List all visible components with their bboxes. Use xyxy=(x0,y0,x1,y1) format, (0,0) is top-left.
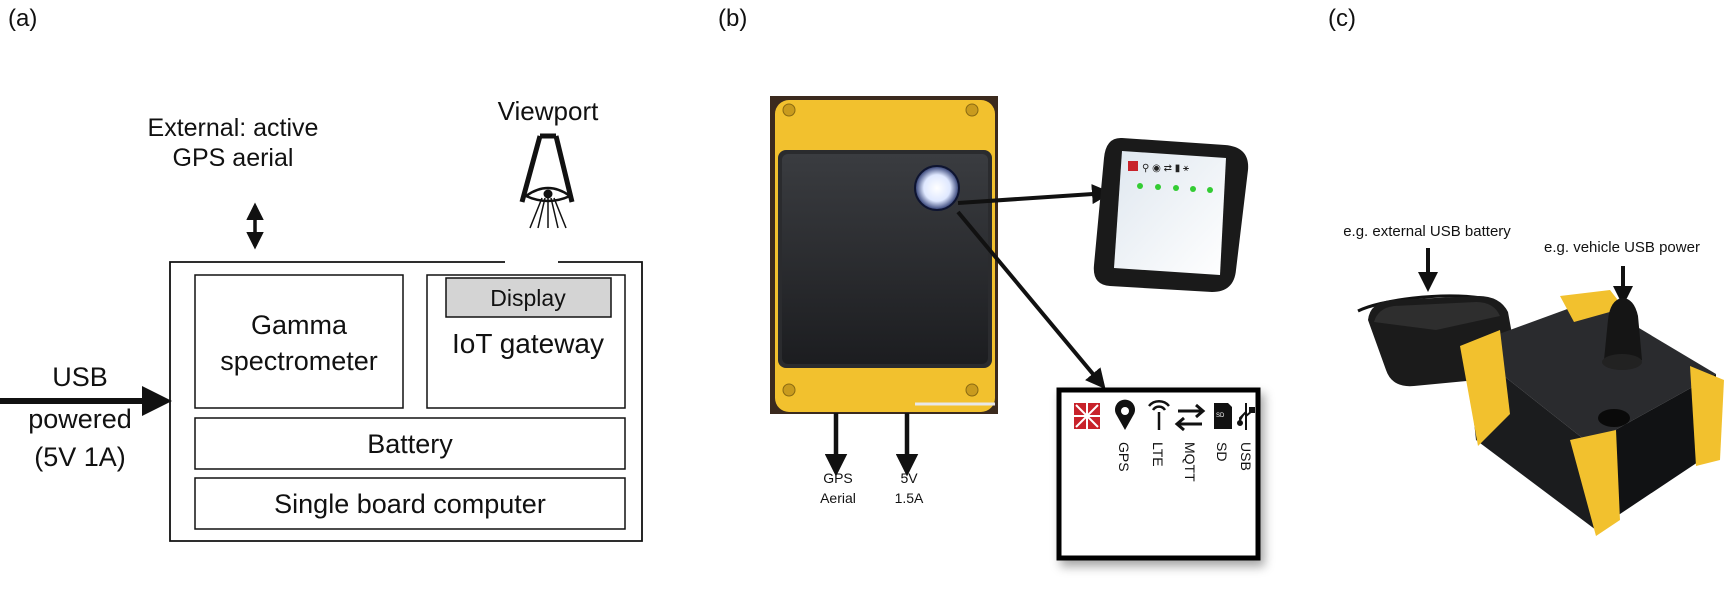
panel-c: (c) e.g. external USB battery e.g. vehic… xyxy=(1328,5,1724,536)
mini-status-dot xyxy=(1190,186,1196,192)
viewport-label: Viewport xyxy=(498,96,599,126)
gps-pin-icon xyxy=(1115,399,1135,430)
panel-b-label: (b) xyxy=(718,5,747,32)
vehicle-power-note: e.g. vehicle USB power xyxy=(1544,239,1700,256)
status-label-gps: GPS xyxy=(1116,442,1132,472)
viewport-window xyxy=(914,165,960,211)
mqtt-swap-icon xyxy=(1174,403,1206,432)
panel-a-label: (a) xyxy=(8,5,37,32)
gateway-enclosure-photo xyxy=(770,96,998,414)
display-box xyxy=(445,277,612,318)
sbc-label: Single board computer xyxy=(274,489,546,519)
mini-status-dot xyxy=(1207,187,1213,193)
iot-gateway-box xyxy=(426,274,626,409)
sd-card-icon: SD xyxy=(1214,403,1232,429)
panel-c-label: (c) xyxy=(1328,5,1356,32)
battery-box xyxy=(194,417,626,470)
status-label-lte: LTE xyxy=(1150,442,1166,467)
usb-label-line2: powered xyxy=(28,404,132,434)
viewport-hole xyxy=(1598,409,1630,427)
power-input-line2: 1.5A xyxy=(895,490,924,506)
status-label-sd: SD xyxy=(1214,442,1230,461)
iot-gateway-label: IoT gateway xyxy=(452,328,604,359)
viewport-eye-icon xyxy=(519,133,575,229)
display-zoom-arrow xyxy=(957,184,1112,205)
mini-status-dot xyxy=(1155,184,1161,190)
panel-a: (a) External: active GPS aerial Viewport… xyxy=(0,5,643,542)
external-battery-note: e.g. external USB battery xyxy=(1343,223,1511,240)
power-input-line1: 5V xyxy=(900,470,918,486)
gps-aerial-line1: GPS xyxy=(823,470,853,486)
mini-status-dot xyxy=(1137,183,1143,189)
external-gps-label-line2: GPS aerial xyxy=(173,144,294,172)
display-label: Display xyxy=(490,285,566,311)
usb-label-line3: (5V 1A) xyxy=(34,442,126,472)
status-label-usb: USB xyxy=(1238,442,1254,471)
small-display-photo: ⚲ ◉ ⇄ ▮ ⚹ xyxy=(1093,137,1249,292)
gps-aerial-line2: Aerial xyxy=(820,490,856,506)
battery-label: Battery xyxy=(367,429,453,459)
mini-logo-icon xyxy=(1128,161,1138,171)
svg-text:⚲ ◉ ⇄ ▮ ⚹: ⚲ ◉ ⇄ ▮ ⚹ xyxy=(1142,163,1189,174)
status-icons: SD GPS LTE MQTT SD USB xyxy=(1074,399,1255,482)
device-enclosure xyxy=(169,261,643,542)
car-usb-adapter xyxy=(1604,298,1642,366)
sbc-box xyxy=(194,477,626,530)
mini-status-dot xyxy=(1173,185,1179,191)
logo-icon xyxy=(1074,403,1100,429)
gamma-label-line1: Gamma xyxy=(251,310,348,340)
svg-text:SD: SD xyxy=(1216,413,1225,419)
status-zoom-arrow xyxy=(956,210,1106,390)
usb-icon xyxy=(1237,403,1255,430)
gamma-label-line2: spectrometer xyxy=(220,346,378,376)
status-label-mqtt: MQTT xyxy=(1182,442,1198,482)
gamma-spectrometer-box xyxy=(194,274,404,409)
device-box-photo xyxy=(1460,290,1724,536)
usb-label-line1: USB xyxy=(52,362,108,392)
lte-signal-icon xyxy=(1148,400,1170,430)
external-gps-label-line1: External: active xyxy=(148,114,319,142)
panel-b: (b) GPS Aerial 5V 1.5A ⚲ ◉ ⇄ ▮ ⚹ xyxy=(718,5,1261,561)
